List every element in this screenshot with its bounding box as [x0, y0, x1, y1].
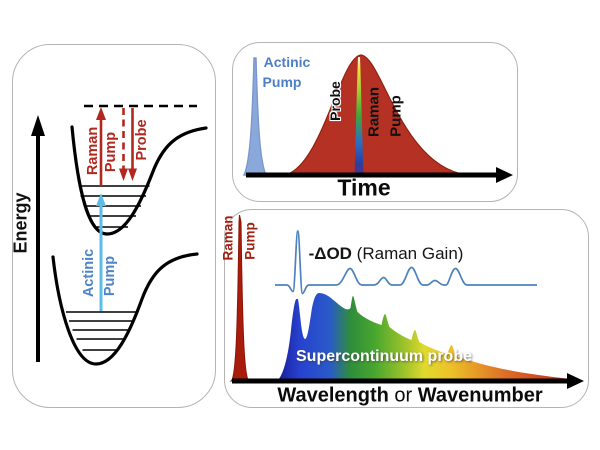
wavelength-axis-arrowhead-icon: [567, 373, 584, 389]
time-raman-label-line1: Raman: [365, 86, 383, 138]
wavelength-axis-label-part2: or: [388, 384, 418, 407]
excited-state-vibrational-levels: [78, 185, 150, 228]
time-axis-label: Time: [337, 174, 391, 201]
raman-pump-arrowhead-icon: [96, 107, 106, 120]
wavelength-axis-label-part1: Wavelength: [277, 384, 389, 407]
time-axis-arrowhead-icon: [496, 167, 513, 183]
time-probe-label: Probe: [327, 81, 343, 121]
energy-diagram: [31, 104, 208, 366]
probe-pulse-shape: [354, 57, 364, 175]
supercontinuum-label: Supercontinuum probe: [296, 348, 472, 365]
time-diagram: [242, 54, 513, 183]
probe-dashed-arrowhead-icon: [119, 168, 128, 181]
wavelength-axis-label-part3: Wavenumber: [417, 384, 543, 407]
actinic-pulse-shape: [242, 57, 268, 176]
spectrum-raman-label-line2: Pump: [242, 222, 258, 260]
raman-pump-peak-shape: [229, 214, 251, 382]
raman-gain-label: -ΔOD (Raman Gain): [309, 244, 464, 264]
ground-state-potential-curve: [51, 252, 199, 366]
raman-gain-label-rest: (Raman Gain): [351, 244, 464, 263]
energy-diagram-panel: [12, 44, 216, 408]
raman-pump-label-line1: Raman: [85, 126, 101, 176]
actinic-pump-label-line2: Pump: [102, 255, 118, 297]
probe-label: Probe: [134, 119, 150, 161]
probe-solid-arrowhead-icon: [128, 168, 137, 181]
time-actinic-label-line2: Pump: [262, 74, 302, 90]
actinic-pump-arrowhead-icon: [96, 193, 106, 206]
time-actinic-label-line1: Actinic: [263, 54, 311, 70]
wavelength-axis-label: Wavelength or Wavenumber: [277, 385, 542, 408]
raman-gain-spectrum-line: [275, 230, 537, 295]
spectrum-diagram: [229, 214, 584, 389]
raman-pump-label-line2: Pump: [103, 131, 119, 173]
energy-axis-arrowhead-icon: [31, 115, 45, 136]
actinic-pump-label-line1: Actinic: [81, 248, 97, 298]
spectrum-raman-label-line1: Raman: [220, 215, 236, 261]
raman-pump-pulse-shape: [284, 54, 468, 176]
ground-state-vibrational-levels: [66, 311, 137, 351]
time-raman-label-line2: Pump: [387, 95, 405, 137]
raman-gain-label-bold: -ΔOD: [308, 244, 352, 263]
energy-axis-label: Energy: [10, 192, 31, 254]
supercontinuum-spectrum-shape: [277, 293, 578, 381]
